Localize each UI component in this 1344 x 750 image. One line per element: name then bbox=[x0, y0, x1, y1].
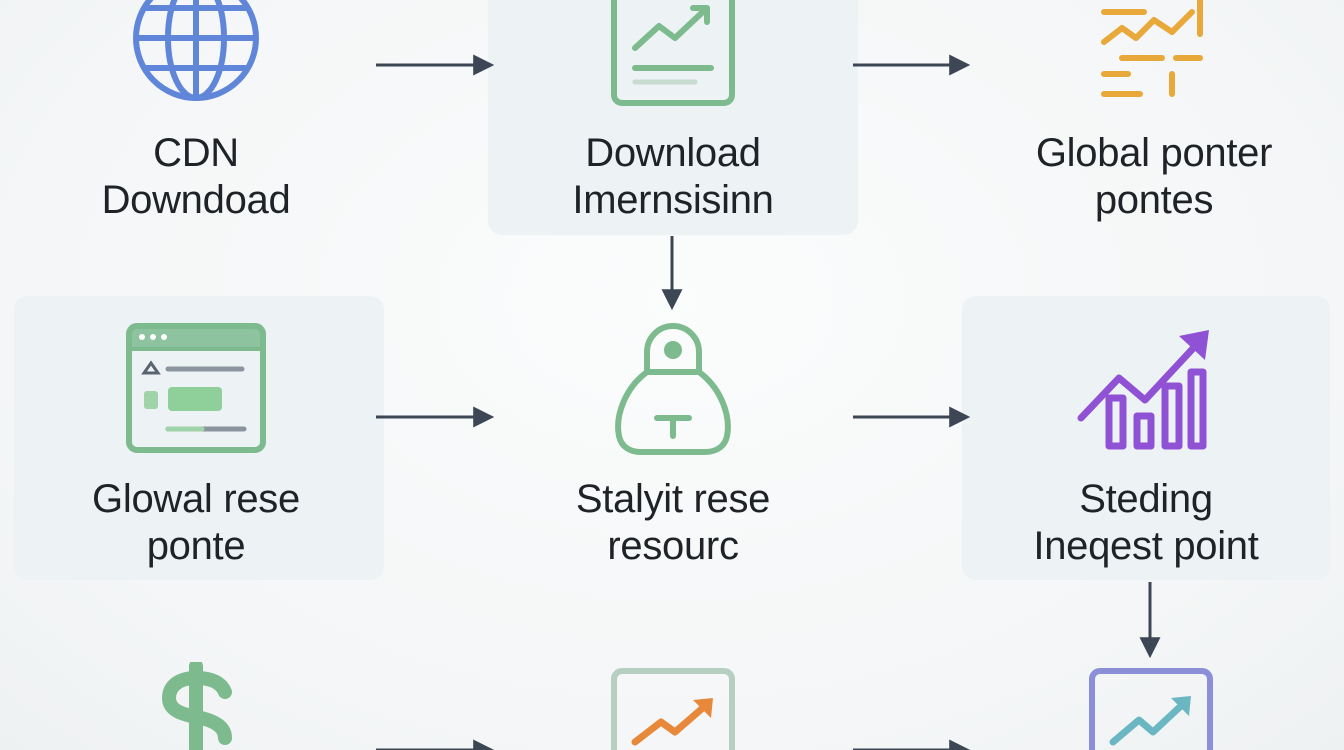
panel-steding bbox=[962, 296, 1330, 580]
chart-lines-icon bbox=[1101, 0, 1203, 97]
node-stalyit-line2: resourc bbox=[607, 524, 739, 568]
bar-chart-icon bbox=[1077, 330, 1209, 450]
bag-icon bbox=[615, 323, 731, 455]
node-stalyit-line1: Stalyit rese bbox=[575, 477, 771, 521]
node-steding-line2: Ineqest point bbox=[1033, 524, 1259, 568]
trend-chart-icon bbox=[1089, 668, 1213, 750]
node-cdn-line2: Downdoad bbox=[101, 178, 291, 222]
node-glowal-rese-line1: Glowal rese bbox=[92, 477, 300, 521]
node-global-ponter-line1: Global ponter bbox=[1035, 131, 1273, 175]
node-glowal-rese-line2: ponte bbox=[146, 524, 246, 568]
node-global-ponter-line2: pontes bbox=[1094, 178, 1214, 222]
globe-icon bbox=[133, 0, 259, 101]
dollar-icon bbox=[161, 662, 232, 750]
trend-chart-icon bbox=[611, 668, 735, 750]
document-chart-icon bbox=[611, 0, 735, 106]
browser-window-icon bbox=[126, 323, 266, 453]
node-cdn-line1: CDN bbox=[153, 131, 239, 175]
node-steding-line1: Steding bbox=[1079, 477, 1213, 521]
node-download-line1: Download bbox=[585, 131, 761, 175]
node-download-line2: Imernsisinn bbox=[572, 178, 774, 222]
